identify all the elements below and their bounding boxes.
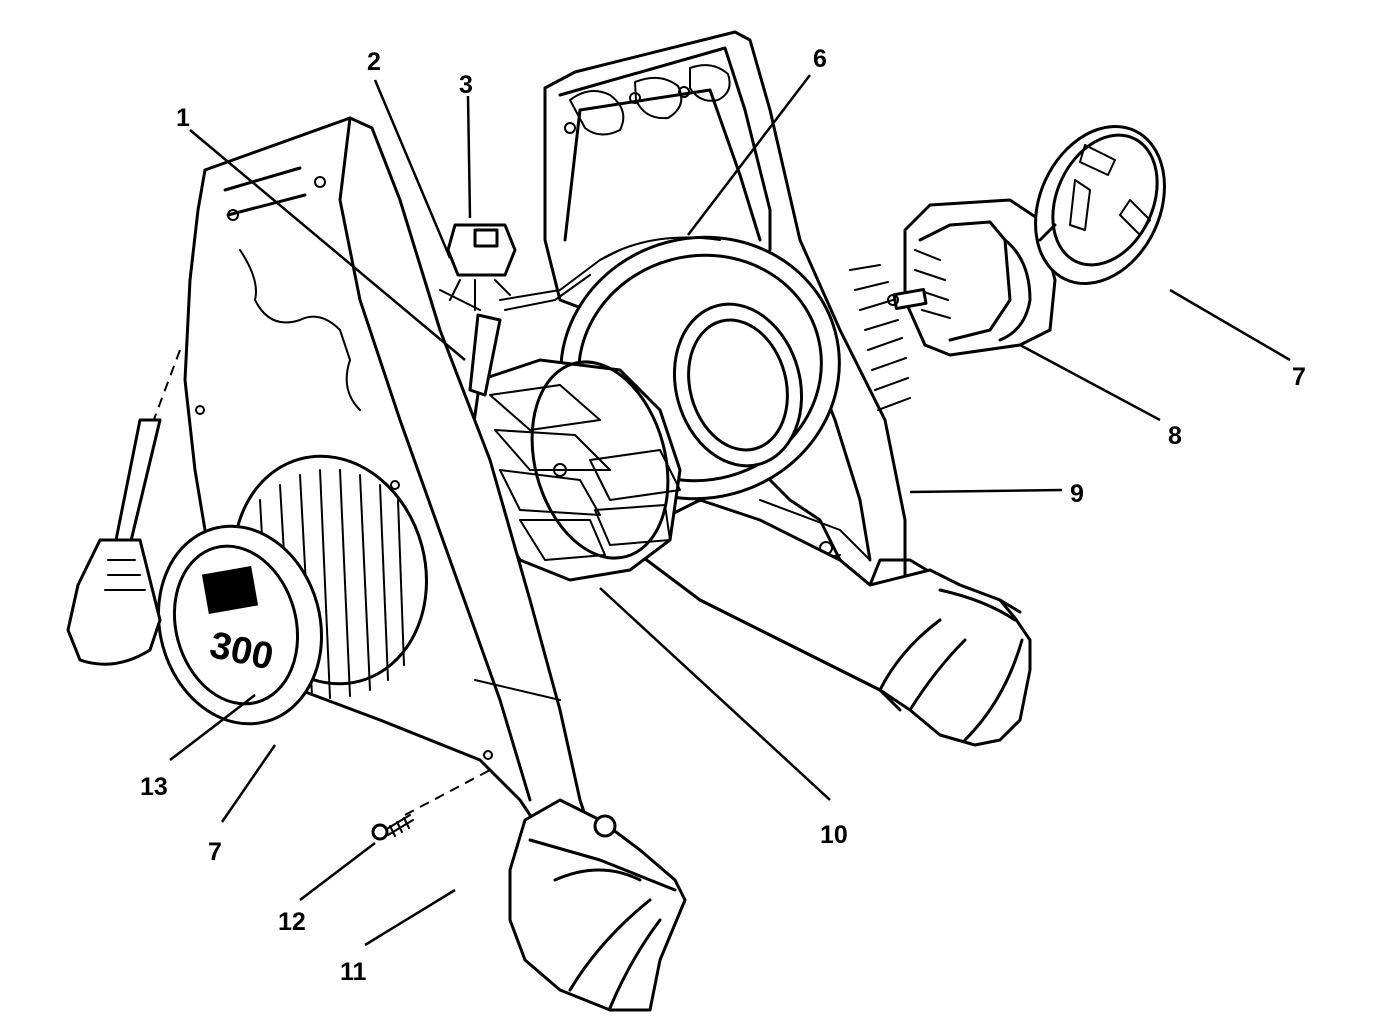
screw	[371, 769, 491, 841]
leader-7b	[220, 744, 277, 823]
cord-plug	[66, 349, 181, 666]
leader-2	[373, 79, 452, 259]
callout-1: 1	[176, 104, 190, 132]
rear-motor-cover	[1034, 124, 1166, 286]
callout-11: 11	[340, 958, 367, 986]
callout-7-rear: 7	[1292, 363, 1306, 391]
leader-9	[909, 488, 1063, 494]
impeller	[468, 358, 682, 582]
leader-13	[169, 694, 256, 761]
leader-7a	[1169, 288, 1291, 362]
callout-2: 2	[367, 48, 381, 76]
front-outlet-tube	[508, 798, 687, 1012]
switch-assembly	[439, 223, 621, 397]
leader-10	[599, 587, 831, 801]
motor-fins	[849, 264, 911, 411]
leader-8	[1019, 343, 1161, 422]
callout-3: 3	[459, 71, 473, 99]
callout-9: 9	[1070, 480, 1084, 508]
leader-1	[189, 129, 466, 361]
leader-12	[299, 842, 376, 901]
callout-10: 10	[820, 821, 848, 849]
leader-11	[364, 888, 456, 947]
leader-3	[466, 95, 472, 219]
motor	[887, 198, 1057, 357]
callout-8: 8	[1168, 422, 1182, 450]
leader-6	[687, 74, 811, 236]
callout-12: 12	[278, 908, 306, 936]
intake-cover: 300	[157, 454, 428, 726]
callout-13: 13	[140, 773, 168, 801]
callout-6: 6	[813, 45, 827, 73]
rear-outlet-tube	[638, 498, 1032, 747]
leader-lines	[169, 74, 1291, 947]
callout-labels: 1 2 3 6 7 8 9 10 7 11 12 13	[140, 45, 1306, 986]
callout-7-front: 7	[208, 838, 222, 866]
